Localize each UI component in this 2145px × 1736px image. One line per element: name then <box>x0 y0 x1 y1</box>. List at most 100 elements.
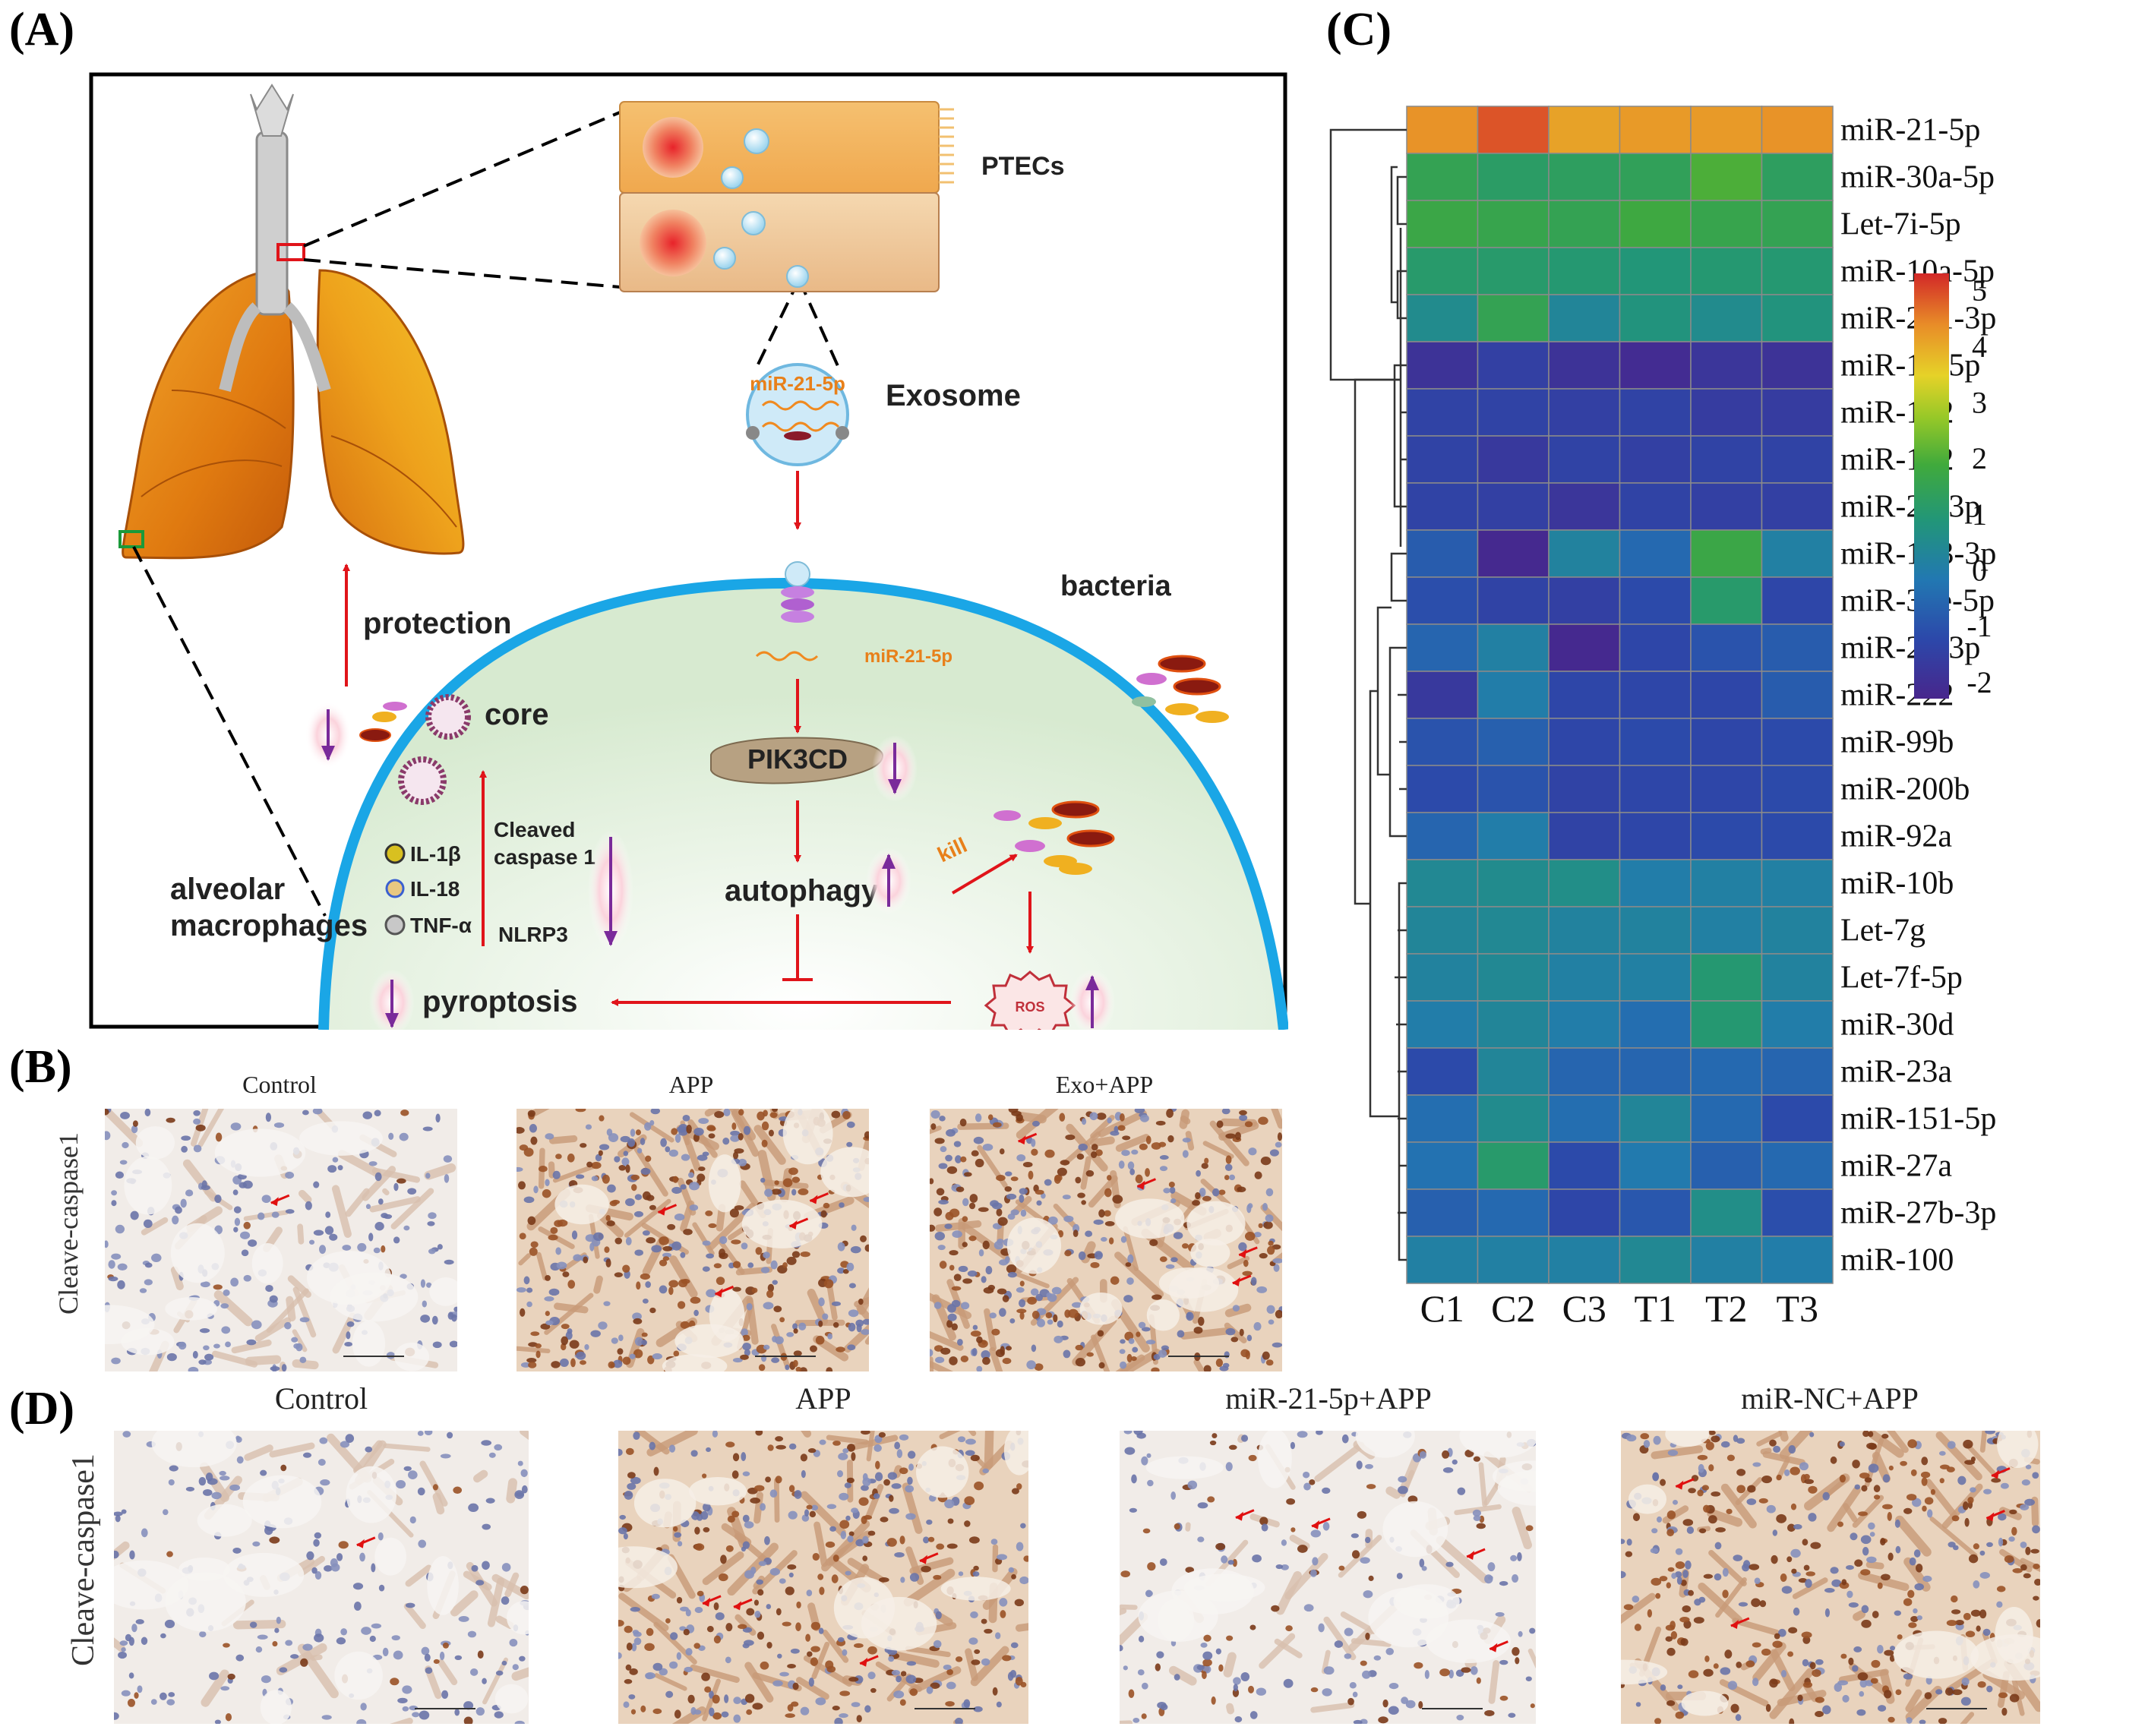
heatmap-cell <box>1406 294 1479 342</box>
row-label: Let-7i-5p <box>1840 207 1961 242</box>
micrograph-b-control <box>105 1109 457 1371</box>
macrophage-cell <box>324 583 1284 1030</box>
column-label: T1 <box>1634 1287 1676 1330</box>
heatmap-cell <box>1690 153 1763 201</box>
heatmap-cell <box>1690 1000 1763 1049</box>
heatmap-cell <box>1761 106 1834 154</box>
heatmap-cell <box>1548 812 1621 860</box>
heatmap-cell <box>1761 341 1834 390</box>
schematic-diagram: PTECs miR-21-5p Exosome miR-21-5p PIK3CD… <box>89 72 1288 1030</box>
row-label: miR-21-5p <box>1840 113 1980 148</box>
panel-label-d: (D) <box>9 1383 75 1435</box>
heatmap-cell <box>1406 247 1479 295</box>
row-label: miR-24-3p <box>1840 490 1980 525</box>
exosome-label: Exosome <box>886 379 1021 412</box>
heatmap-cell <box>1619 529 1692 578</box>
heatmap-cell <box>1406 576 1479 625</box>
panel-label-c: (C) <box>1326 4 1392 55</box>
heatmap-cell <box>1406 765 1479 813</box>
panel-b-row-label: Cleave-caspase1 <box>53 1132 84 1315</box>
autophagy-label: autophagy <box>725 874 879 907</box>
alveolar-label-line1: alveolar <box>170 873 285 906</box>
heatmap-cell <box>1477 576 1550 625</box>
heatmap-cell <box>1477 153 1550 201</box>
heatmap-cell <box>1406 1141 1479 1190</box>
heatmap-cell <box>1477 341 1550 390</box>
heatmap-cell <box>1761 1236 1834 1284</box>
heatmap-cell <box>1761 529 1834 578</box>
heatmap-cell <box>1690 482 1763 531</box>
heatmap-cell <box>1690 1047 1763 1096</box>
heatmap-cell <box>1406 153 1479 201</box>
heatmap-cell <box>1406 435 1479 484</box>
micrograph-b-app <box>517 1109 869 1371</box>
row-label: miR-151-5p <box>1840 1102 1996 1137</box>
panel-label-a: (A) <box>9 4 75 55</box>
heatmap-cell <box>1690 1094 1763 1143</box>
heatmap-cell <box>1477 1094 1550 1143</box>
heatmap-cell <box>1477 718 1550 766</box>
heatmap-cell <box>1477 859 1550 907</box>
cleaved-label-line1: Cleaved <box>494 818 575 841</box>
heatmap-cell <box>1619 388 1692 437</box>
bacteria-label: bacteria <box>1060 570 1172 602</box>
heatmap-cell <box>1477 388 1550 437</box>
column-label: T2 <box>1705 1287 1748 1330</box>
heatmap-cell <box>1406 482 1479 531</box>
heatmap-cell <box>1548 294 1621 342</box>
pik3cd-label: PIK3CD <box>747 743 848 775</box>
heatmap-cell <box>1406 812 1479 860</box>
heatmap-cell <box>1406 718 1479 766</box>
ros-label: ROS <box>1015 999 1044 1015</box>
heatmap-cell <box>1477 294 1550 342</box>
row-label: Let-7f-5p <box>1840 961 1963 996</box>
ptec-cells <box>619 101 954 292</box>
row-label: miR-27a <box>1840 1149 1952 1184</box>
heatmap-cell <box>1690 812 1763 860</box>
panel-d-title-mirnc-app: miR-NC+APP <box>1741 1381 1919 1416</box>
heatmap-chart: miR-21-5pmiR-30a-5pLet-7i-5pmiR-10a-5pmi… <box>1329 106 1996 1330</box>
heatmap-cell <box>1406 200 1479 248</box>
panel-d-title-app: APP <box>795 1381 851 1416</box>
heatmap-cell <box>1548 482 1621 531</box>
heatmap-cell <box>1690 106 1763 154</box>
heatmap-cell <box>1761 482 1834 531</box>
heatmap-cell <box>1761 200 1834 248</box>
heatmap-cell <box>1548 341 1621 390</box>
heatmap-cell <box>1619 1094 1692 1143</box>
nlrp3-label: NLRP3 <box>498 923 568 946</box>
membrane-receptor <box>781 561 814 623</box>
regulation-arrows <box>305 702 1115 1030</box>
heatmap-cell <box>1690 1236 1763 1284</box>
colorbar-tick-label: -1 <box>1967 609 1992 643</box>
heatmap-cell <box>1406 623 1479 672</box>
heatmap-cell <box>1406 1094 1479 1143</box>
heatmap-cell <box>1690 765 1763 813</box>
heatmap-cell <box>1548 906 1621 955</box>
lungs-illustration <box>122 84 465 560</box>
heatmap-cell <box>1477 906 1550 955</box>
protection-label: protection <box>363 607 512 640</box>
heatmap-cell <box>1690 906 1763 955</box>
core-label: core <box>485 698 549 731</box>
ptecs-label: PTECs <box>981 152 1065 181</box>
heatmap-cell <box>1690 576 1763 625</box>
heatmap-cell <box>1761 953 1834 1002</box>
heatmap-cell <box>1761 153 1834 201</box>
heatmap-cell <box>1548 859 1621 907</box>
heatmap-cell <box>1619 1188 1692 1237</box>
heatmap-cell <box>1690 435 1763 484</box>
heatmap-cell <box>1619 906 1692 955</box>
heatmap-cell <box>1548 388 1621 437</box>
ros-burst <box>984 971 1076 1030</box>
heatmap-cell <box>1761 906 1834 955</box>
heatmap-cell <box>1477 1188 1550 1237</box>
heatmap-cell <box>1761 718 1834 766</box>
heatmap-cell <box>1761 671 1834 719</box>
panel-d-row-label: Cleave-caspase1 <box>66 1454 101 1666</box>
heatmap-cell <box>1548 1094 1621 1143</box>
heatmap-cell <box>1761 1188 1834 1237</box>
heatmap-cell <box>1548 718 1621 766</box>
pyroptosis-label: pyroptosis <box>422 985 577 1018</box>
heatmap-cell <box>1548 435 1621 484</box>
